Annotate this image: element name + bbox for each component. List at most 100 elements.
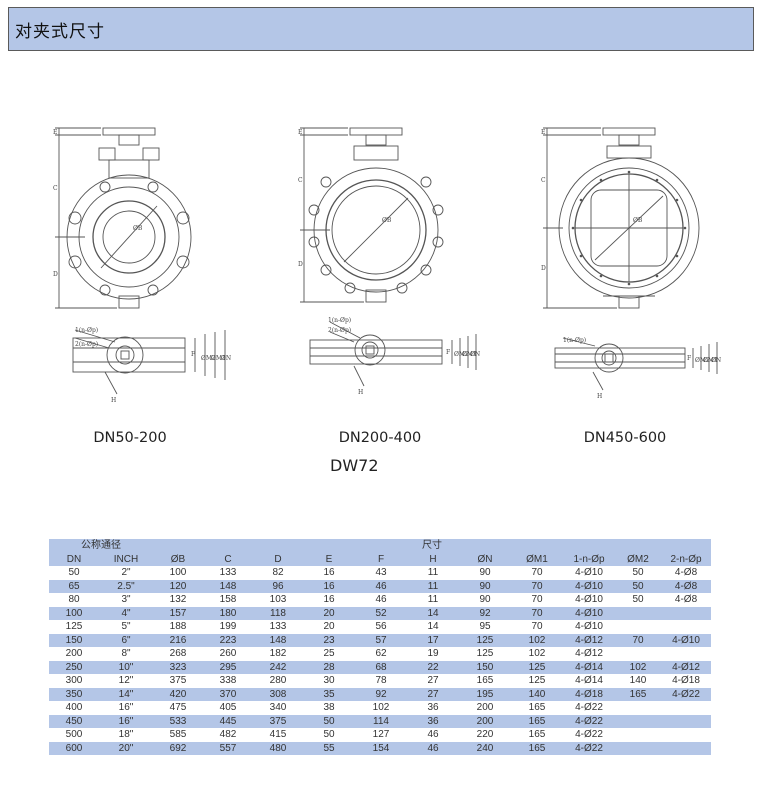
label-f: F <box>446 349 450 356</box>
column-header: ØM2 <box>615 552 661 566</box>
table-cell: 90 <box>479 567 491 579</box>
table-cell: 100 <box>169 567 187 579</box>
table-group-header-row: 公称通径 尺寸 <box>49 539 712 553</box>
table-cell: 4-Ø8 <box>661 579 712 593</box>
table-cell: 375 <box>169 675 187 687</box>
table-cell: 165 <box>528 702 546 714</box>
valve-drawing-medium: E C D ØB 1(n-Øp) 2(n-Øp) F ØM2 ØM1 ØN H <box>298 127 480 396</box>
label-c: C <box>53 185 58 192</box>
table-cell: 295 <box>203 660 253 674</box>
table-cell: 70 <box>531 621 543 633</box>
table-cell: 50 <box>615 579 661 593</box>
table-cell: 118 <box>253 606 303 620</box>
table-cell: 46 <box>355 579 407 593</box>
table-cell: 4-Ø10 <box>661 633 712 647</box>
table-cell: 4-Ø22 <box>563 741 615 755</box>
table-cell <box>615 714 661 728</box>
table-cell: 4-Ø10 <box>575 621 603 633</box>
table-cell <box>615 701 661 715</box>
table-cell <box>615 728 661 742</box>
table-cell: 260 <box>219 648 237 660</box>
table-cell: 23 <box>303 633 355 647</box>
table-cell <box>615 606 661 620</box>
table-cell: 14 <box>427 621 439 633</box>
label-m1: ØM1 <box>703 357 718 364</box>
table-cell: 102 <box>615 660 661 674</box>
table-cell: 70 <box>531 594 543 606</box>
label-m2: ØM2 <box>454 351 469 358</box>
table-cell: 585 <box>169 729 187 741</box>
table-cell <box>661 741 712 755</box>
table-cell: 50 <box>68 567 80 579</box>
table-cell: 46 <box>407 741 459 755</box>
model-code: DW72 <box>330 456 379 475</box>
label-b: ØB <box>633 217 643 224</box>
table-cell: 165 <box>476 675 494 687</box>
label-m1: ØM1 <box>211 355 226 362</box>
table-cell: 68 <box>355 660 407 674</box>
label-b: ØB <box>133 225 143 232</box>
table-cell: 50 <box>632 594 644 606</box>
table-cell: 475 <box>169 702 187 714</box>
table-cell: 22 <box>407 660 459 674</box>
table-cell: 199 <box>219 621 237 633</box>
label-h: H <box>358 389 363 396</box>
table-cell: 4-Ø12 <box>563 633 615 647</box>
label-b: ØB <box>382 217 392 224</box>
table-cell: 4-Ø22 <box>563 714 615 728</box>
table-cell: 50 <box>323 729 335 741</box>
table-cell: 10" <box>99 660 153 674</box>
valve-drawing-large: E C D ØB 1(n-Øp) F ØM2 ØM1 ØN H <box>541 127 721 400</box>
table-cell: 16 <box>323 594 335 606</box>
column-header: C <box>203 552 253 566</box>
table-cell <box>661 606 712 620</box>
table-cell: 600 <box>49 741 99 755</box>
table-cell: 114 <box>355 714 407 728</box>
table-cell: 57 <box>355 633 407 647</box>
table-cell: 150 <box>459 660 511 674</box>
table-cell: 220 <box>476 729 494 741</box>
table-cell: 338 <box>219 675 237 687</box>
label-n1: 1(n-Øp) <box>563 337 586 344</box>
section-title-bar: 对夹式尺寸 <box>8 7 754 51</box>
table-cell: 188 <box>169 621 187 633</box>
table-cell: 4-Ø14 <box>563 660 615 674</box>
table-cell: 95 <box>479 621 491 633</box>
table-cell: 308 <box>253 687 303 701</box>
table-cell: 65 <box>49 579 99 593</box>
table-cell <box>661 620 711 634</box>
table-cell: 480 <box>253 741 303 755</box>
table-cell: 2" <box>121 567 131 579</box>
table-cell: 5" <box>121 621 131 633</box>
table-cell: 533 <box>153 714 203 728</box>
table-cell: 482 <box>219 729 237 741</box>
table-cell: 4-Ø22 <box>575 702 603 714</box>
table-cell: 92 <box>459 606 511 620</box>
label-n1: 1(n-Øp) <box>75 327 98 334</box>
drawing-dn450-600: E C D ØB 1(n-Øp) F ØM2 ØM1 ØN H <box>533 110 733 420</box>
column-header: INCH <box>99 552 153 566</box>
table-cell: 200 <box>65 648 83 660</box>
label-h: H <box>597 393 602 400</box>
table-cell: 3" <box>121 594 131 606</box>
label-n2: 2(n-Øp) <box>75 341 98 348</box>
table-cell: 132 <box>169 594 187 606</box>
table-cell: 216 <box>153 633 203 647</box>
table-cell: 102 <box>511 633 563 647</box>
table-cell: 4-Ø10 <box>575 594 603 606</box>
table-cell: 4-Ø14 <box>575 675 603 687</box>
column-header: DN <box>49 552 99 566</box>
table-cell: 11 <box>407 579 459 593</box>
table-cell: 125 <box>65 621 83 633</box>
table-cell: 35 <box>303 687 355 701</box>
table-cell: 250 <box>49 660 99 674</box>
table-cell: 4" <box>99 606 153 620</box>
table-cell: 20" <box>99 741 153 755</box>
table-cell: 157 <box>153 606 203 620</box>
table-cell: 100 <box>49 606 99 620</box>
label-d: D <box>53 271 58 278</box>
